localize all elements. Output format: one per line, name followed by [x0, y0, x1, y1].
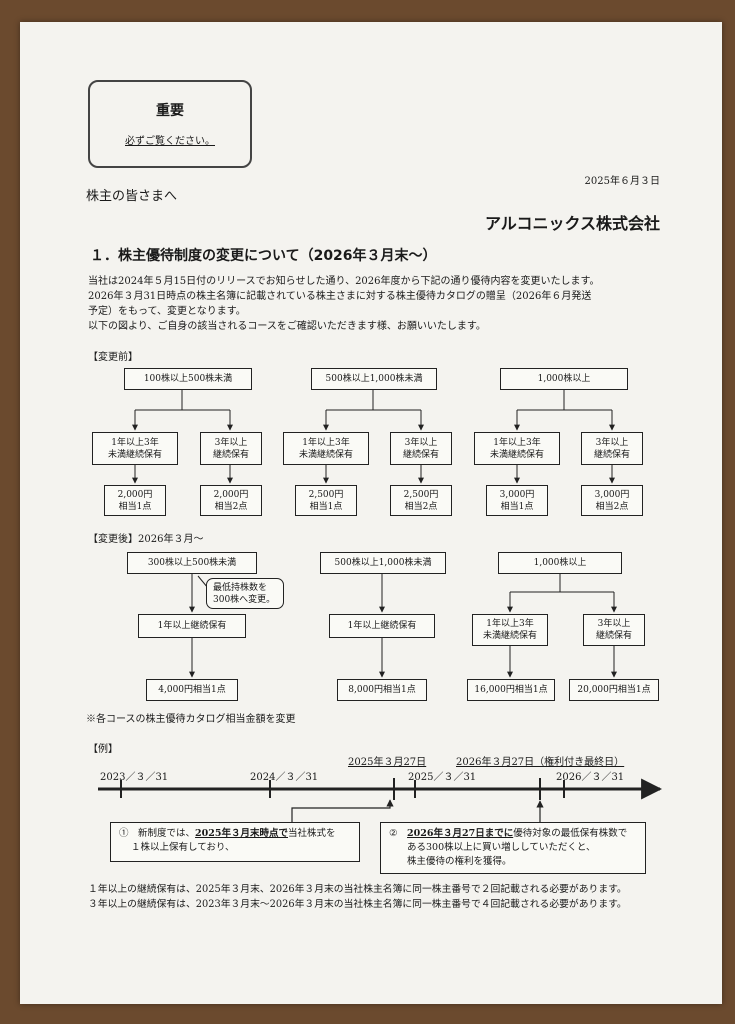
timeline-date-2025-mar27: 2025年３月27日 — [348, 757, 427, 768]
before-value-right-1: 2,000円 相当2点 — [200, 485, 262, 516]
document-page: 重要 必ずご覧ください。 2025年６月３日 株主の皆さまへ アルコニックス株式… — [20, 22, 722, 1004]
intro-line-3: 予定）をもって、変更となります。 — [88, 306, 246, 317]
timeline-date-2026-mar27: 2026年３月27日（権利付き最終日） — [456, 757, 625, 768]
after-label-date: 2026年３月～ — [138, 534, 204, 545]
timeline-date-2025-mar31: 2025／３／31 — [408, 772, 477, 783]
after-range-box-3: 1,000株以上 — [498, 552, 622, 574]
example-box-1: ① 新制度では、2025年３月末時点で当社株式を １株以上保有しており、 — [110, 822, 360, 862]
diagram-connectors — [98, 390, 663, 822]
before-hold-left-2: 1年以上3年 未満継続保有 — [283, 432, 369, 465]
notice-subtitle: 必ずご覧ください。 — [125, 136, 215, 147]
notice-title: 重要 — [156, 103, 184, 119]
before-hold-left-1: 1年以上3年 未満継続保有 — [92, 432, 178, 465]
before-range-box-2: 500株以上1,000株未満 — [311, 368, 437, 390]
after-value-left-3: 16,000円相当1点 — [467, 679, 555, 701]
before-hold-right-3: 3年以上 継続保有 — [581, 432, 643, 465]
after-value-box-2: 8,000円相当1点 — [337, 679, 427, 701]
intro-line-1: 当社は2024年５月15日付のリリースでお知らせした通り、2026年度から下記の… — [88, 276, 600, 287]
intro-line-4: 以下の図より、ご自身の該当されるコースをご確認いただきます様、お願いいたします。 — [88, 321, 486, 332]
document-date: 2025年６月３日 — [584, 176, 660, 187]
after-label: 【変更後】2026年３月～ — [88, 530, 203, 545]
after-value-box-1: 4,000円相当1点 — [146, 679, 238, 701]
timeline-date-2026-mar31: 2026／３／31 — [556, 772, 625, 783]
box1-highlight: 2025年３月末時点で — [195, 828, 288, 839]
after-range-box-2: 500株以上1,000株未満 — [320, 552, 446, 574]
example-box-2: ② 2026年３月27日までに優待対象の最低保有株数で ある300株以上に買い増… — [380, 822, 646, 874]
before-value-left-2: 2,500円 相当1点 — [295, 485, 357, 516]
after-hold-box-2: 1年以上継続保有 — [329, 614, 435, 638]
important-notice-box: 重要 必ずご覧ください。 — [88, 80, 252, 168]
box2-highlight: 2026年３月27日までに — [407, 828, 514, 839]
before-value-left-1: 2,000円 相当1点 — [104, 485, 166, 516]
section-title: １．株主優待制度の変更について（2026年３月末～） — [90, 248, 437, 264]
before-range-box-1: 100株以上500株未満 — [124, 368, 252, 390]
after-label-text: 【変更後】 — [88, 534, 138, 545]
before-value-right-3: 3,000円 相当2点 — [581, 485, 643, 516]
before-value-left-3: 3,000円 相当1点 — [486, 485, 548, 516]
after-value-right-3: 20,000円相当1点 — [569, 679, 659, 701]
course-note: ※各コースの株主優待カタログ相当金額を変更 — [86, 714, 296, 725]
salutation: 株主の皆さまへ — [86, 189, 178, 204]
after-hold-box-1: 1年以上継続保有 — [138, 614, 246, 638]
before-hold-left-3: 1年以上3年 未満継続保有 — [474, 432, 560, 465]
box2-number: ② — [389, 828, 398, 839]
box1-number: ① — [119, 828, 129, 839]
after-range-box-1: 300株以上500株未満 — [127, 552, 257, 574]
after-hold-right-3: 3年以上 継続保有 — [583, 614, 645, 646]
company-name: アルコニックス株式会社 — [484, 214, 660, 233]
min-shares-callout: 最低持株数を 300株へ変更。 — [206, 578, 284, 609]
before-label: 【変更前】 — [88, 352, 138, 363]
timeline-date-2023: 2023／３／31 — [100, 772, 169, 783]
after-hold-left-3: 1年以上3年 未満継続保有 — [472, 614, 548, 646]
footer-line-1: １年以上の継続保有は、2025年３月末、2026年３月末の当社株主名簿に同一株主… — [88, 884, 627, 895]
footer-line-2: ３年以上の継続保有は、2023年３月末～2026年３月末の当社株主名簿に同一株主… — [88, 899, 627, 910]
intro-line-2: 2026年３月31日時点の株主名簿に記載されている株主さまに対する株主優待カタロ… — [88, 291, 592, 302]
before-value-right-2: 2,500円 相当2点 — [390, 485, 452, 516]
before-hold-right-1: 3年以上 継続保有 — [200, 432, 262, 465]
example-label: 【例】 — [88, 744, 118, 755]
before-hold-right-2: 3年以上 継続保有 — [390, 432, 452, 465]
before-range-box-3: 1,000株以上 — [500, 368, 628, 390]
timeline-date-2024: 2024／３／31 — [250, 772, 319, 783]
